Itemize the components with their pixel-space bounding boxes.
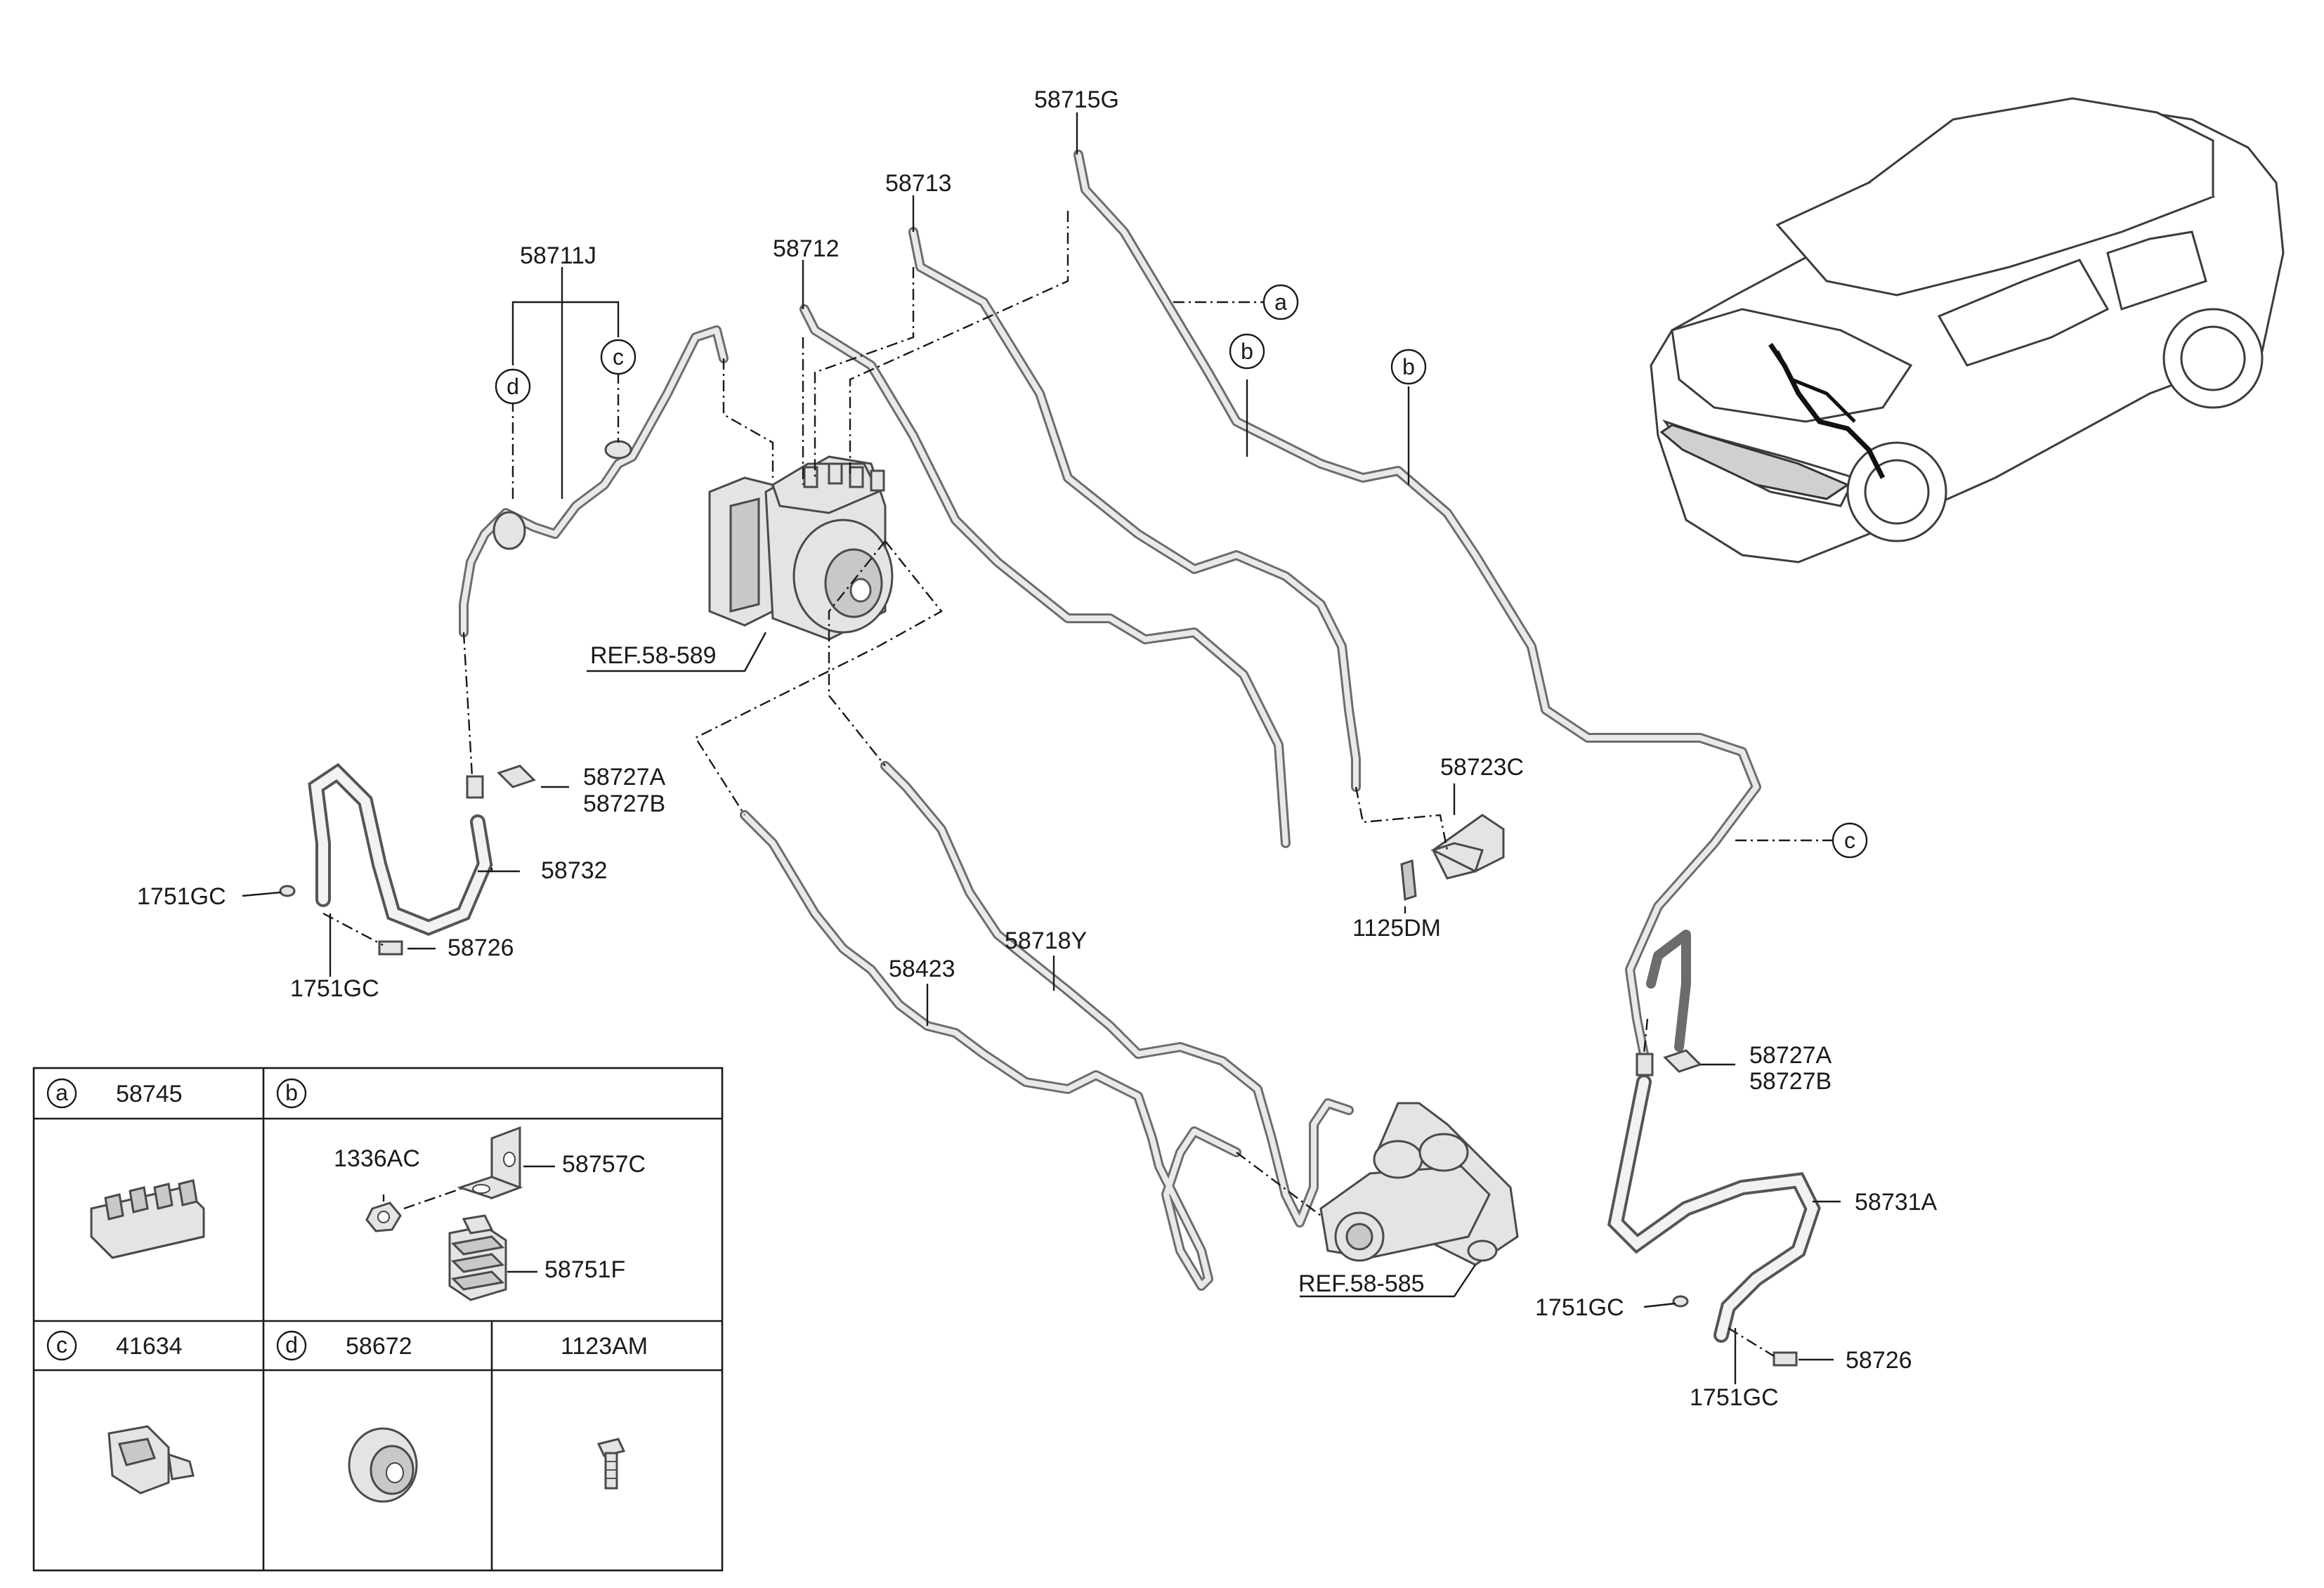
label-58423: 58423 [889,956,955,982]
nut-1336AC-icon [365,1195,402,1232]
legend-part-41634: 41634 [116,1333,183,1360]
callout-b-1: b [1229,333,1265,370]
bracket-58723C [1400,814,1505,902]
label-58727B-right: 58727B [1749,1068,1832,1095]
legend-cell-a-header: a 58745 [46,1078,183,1109]
fittings [279,440,1798,1367]
label-58727A-right: 58727A [1749,1042,1832,1069]
callout-b-2: b [1390,349,1427,385]
legend-part-58672: 58672 [346,1333,412,1360]
clip-41634-icon [107,1425,195,1495]
label-ref-58-585: REF.58-585 [1298,1270,1425,1297]
callout-markers: a b b c d c [495,284,1868,859]
abs-modulator-unit [708,455,894,641]
label-58715G: 58715G [1034,86,1119,113]
svg-text:d: d [507,374,519,399]
callout-c-right: c [1832,822,1868,859]
bolt-1123AM-icon [596,1438,626,1490]
label-58711J: 58711J [520,242,596,269]
legend-part-58751F: 58751F [544,1256,625,1283]
leader-lines [242,112,1841,1384]
label-58732: 58732 [541,857,608,884]
svg-text:d: d [285,1332,298,1358]
svg-text:b: b [1402,354,1415,379]
clip-58751F-icon [448,1214,537,1301]
label-58718Y: 58718Y [1005,928,1087,954]
legend-cell-c-header: c 41634 [46,1330,183,1361]
callout-a-top: a [1262,284,1299,320]
clip-58745-icon [90,1179,205,1259]
legend-part-58745: 58745 [116,1081,183,1107]
legend-part-1336AC: 1336AC [334,1145,420,1172]
callout-c-top: c [600,339,637,375]
label-58731A: 58731A [1855,1189,1938,1216]
legend-table: a 58745 b c 41634 d 58672 1123AM [32,1067,724,1572]
svg-text:a: a [56,1080,68,1105]
legend-part-1123AM: 1123AM [561,1333,648,1360]
label-58727A-left: 58727A [583,764,666,790]
legend-part-58757C: 58757C [562,1151,646,1178]
master-cylinder [1319,1102,1519,1266]
label-58723C: 58723C [1440,754,1524,781]
svg-text:a: a [1274,289,1287,315]
label-1751GC-left-2: 1751GC [290,975,379,1002]
svg-text:c: c [56,1332,67,1358]
label-58727B-left: 58727B [583,790,665,817]
svg-text:b: b [285,1080,298,1105]
label-1125DM: 1125DM [1352,915,1441,942]
legend-cell-d-header: d 58672 [276,1330,412,1361]
label-1751GC-left-1: 1751GC [137,883,226,910]
part-labels: 58715G 58713 58712 58711J REF.58-589 587… [137,86,1938,1411]
label-ref-58-589: REF.58-589 [590,642,717,669]
bracket-58757C-icon [457,1126,555,1200]
grommet-58672-icon [348,1427,418,1503]
vehicle-illustration [1650,97,2285,564]
label-58726-left: 58726 [448,935,514,961]
brake-pipes [308,150,1821,1343]
callout-d-top: d [495,368,531,405]
label-58726-right: 58726 [1846,1347,1912,1374]
label-1751GC-right-1: 1751GC [1535,1294,1624,1321]
label-58712: 58712 [773,235,840,262]
svg-text:c: c [613,344,624,370]
label-58713: 58713 [885,170,952,197]
svg-text:c: c [1844,828,1855,853]
svg-text:b: b [1241,339,1253,364]
label-1751GC-right-2: 1751GC [1690,1384,1779,1411]
legend-cell-b-header: b [276,1078,307,1109]
